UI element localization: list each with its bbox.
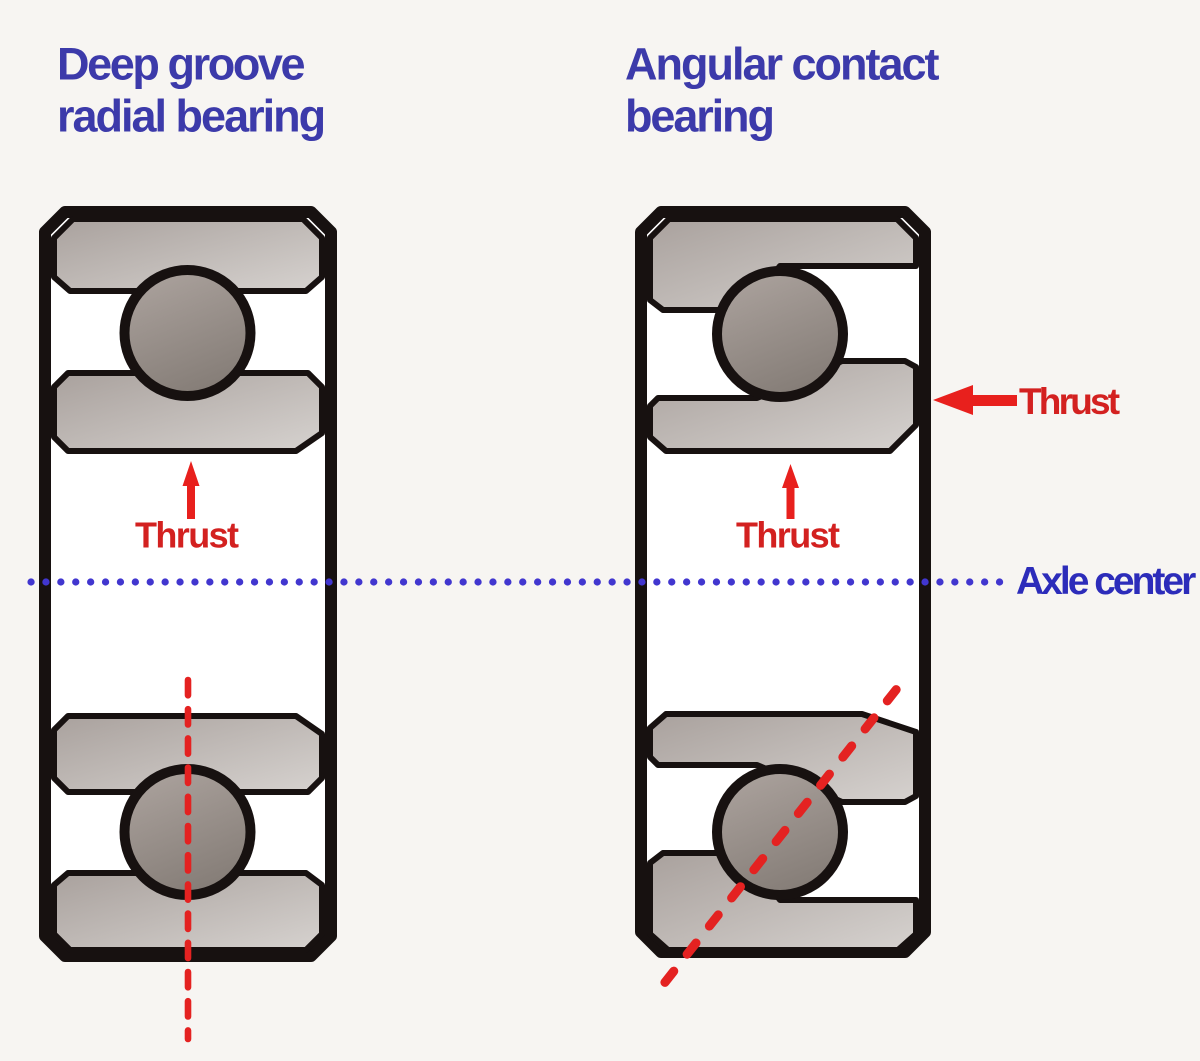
svg-text:Thrust: Thrust — [135, 515, 239, 556]
svg-text:Angular contact: Angular contact — [625, 39, 940, 90]
svg-text:bearing: bearing — [625, 91, 773, 142]
svg-text:Axle center: Axle center — [1016, 560, 1196, 603]
svg-text:Thrust: Thrust — [1019, 381, 1120, 422]
svg-text:Deep groove: Deep groove — [57, 39, 305, 90]
svg-text:radial bearing: radial bearing — [57, 91, 324, 142]
svg-text:Thrust: Thrust — [736, 515, 840, 556]
